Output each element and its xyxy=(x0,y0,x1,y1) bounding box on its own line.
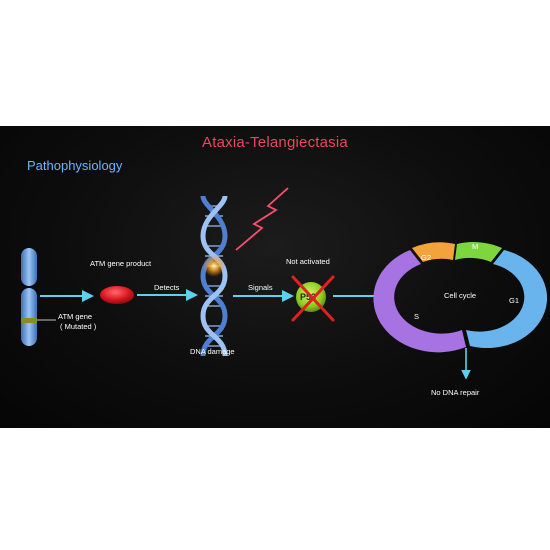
pathway-illustration xyxy=(21,187,548,380)
mutated-label: ( Mutated ) xyxy=(60,322,97,331)
atm-gene-label: ATM gene xyxy=(58,312,93,321)
lightning-bolt-icon xyxy=(235,187,289,251)
detects-label: Detects xyxy=(154,283,180,292)
phase-s-segment xyxy=(373,250,466,353)
not-activated-label: Not activated xyxy=(286,257,330,266)
cell-cycle-label: Cell cycle xyxy=(444,291,477,300)
diagram-panel: Ataxia-Telangiectasia Pathophysiology xyxy=(0,126,550,428)
phase-g2-segment xyxy=(412,242,455,262)
phase-s-label: S xyxy=(414,312,420,321)
diagram-subtitle: Pathophysiology xyxy=(27,158,123,173)
no-dna-repair-label: No DNA repair xyxy=(431,388,480,397)
atm-protein xyxy=(100,286,134,304)
diagram-title: Ataxia-Telangiectasia xyxy=(202,134,348,151)
cross-icon xyxy=(291,275,335,322)
signals-label: Signals xyxy=(248,283,273,292)
inactivation-cross-layer xyxy=(291,275,335,322)
dna-helix xyxy=(200,195,228,357)
phase-g2-label: G2 xyxy=(421,253,432,262)
phase-m-segment xyxy=(455,242,502,262)
damage-spark xyxy=(203,255,225,277)
cell-cycle-ring xyxy=(373,242,548,353)
atm-gene-product-label: ATM gene product xyxy=(90,259,152,268)
phase-g1-label: G1 xyxy=(509,296,520,305)
phase-g1-segment xyxy=(466,250,548,349)
p53-label: P53 xyxy=(300,292,317,302)
phase-m-label: M xyxy=(472,242,479,251)
dna-damage-label: DNA damage xyxy=(190,347,235,356)
chromosome xyxy=(21,248,37,346)
